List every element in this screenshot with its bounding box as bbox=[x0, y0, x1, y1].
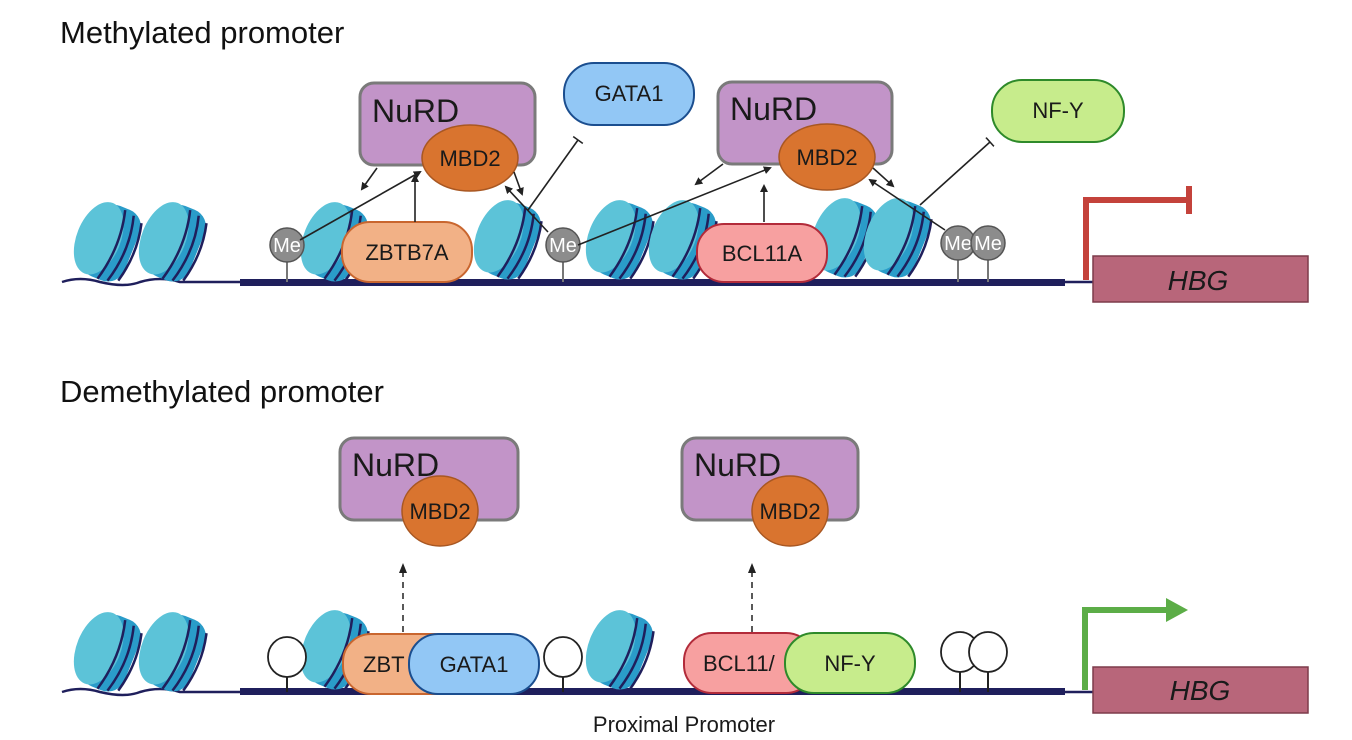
dissociation-arrow bbox=[399, 563, 407, 632]
svg-text:NuRD: NuRD bbox=[352, 447, 439, 483]
nucleosome-icon bbox=[462, 191, 550, 287]
svg-text:BCL11/: BCL11/ bbox=[703, 651, 776, 676]
methyl-mark: Me bbox=[970, 225, 1006, 282]
svg-text:NF-Y: NF-Y bbox=[824, 651, 876, 676]
svg-text:HBG: HBG bbox=[1170, 675, 1231, 706]
hbg-gene: HBG bbox=[1092, 666, 1309, 714]
unmethylated-cpg-icon bbox=[968, 631, 1008, 692]
proximal-promoter-caption: Proximal Promoter bbox=[593, 712, 775, 737]
mbd2-subunit: MBD2 bbox=[401, 475, 479, 547]
svg-text:NuRD: NuRD bbox=[694, 447, 781, 483]
gata1-factor: GATA1 bbox=[563, 62, 695, 126]
dna-linker bbox=[61, 687, 240, 697]
bcl11a-factor: BCL11A bbox=[696, 223, 828, 283]
zbtb7a-factor: ZBTB7A bbox=[341, 221, 473, 283]
svg-text:MBD2: MBD2 bbox=[439, 146, 500, 171]
svg-text:Me: Me bbox=[273, 235, 301, 257]
active-tss-arrow-icon bbox=[1082, 598, 1188, 690]
svg-text:Me: Me bbox=[944, 233, 972, 255]
svg-text:NuRD: NuRD bbox=[730, 91, 817, 127]
nucleosome-icon bbox=[852, 189, 940, 285]
svg-text:MBD2: MBD2 bbox=[759, 499, 820, 524]
unmethylated-cpg-icon bbox=[267, 636, 307, 692]
svg-text:MBD2: MBD2 bbox=[409, 499, 470, 524]
svg-text:ZBT: ZBT bbox=[363, 652, 405, 677]
mbd2-subunit: MBD2 bbox=[751, 475, 829, 547]
svg-text:Me: Me bbox=[974, 233, 1002, 255]
panel-methylated: Methylated promoter Me Me Me bbox=[60, 15, 1309, 303]
mbd2-subunit: MBD2 bbox=[421, 124, 519, 192]
nucleosome-icon bbox=[127, 193, 215, 289]
svg-text:Me: Me bbox=[549, 235, 577, 257]
svg-text:GATA1: GATA1 bbox=[440, 652, 509, 677]
panel-title: Demethylated promoter bbox=[60, 374, 384, 409]
nfy-factor: NF-Y bbox=[784, 632, 916, 694]
methyl-mark: Me bbox=[269, 227, 305, 282]
nfy-factor: NF-Y bbox=[991, 79, 1125, 143]
panel-title: Methylated promoter bbox=[60, 15, 344, 50]
mbd2-subunit: MBD2 bbox=[778, 123, 876, 191]
svg-text:ZBTB7A: ZBTB7A bbox=[365, 240, 448, 265]
svg-text:HBG: HBG bbox=[1168, 265, 1229, 296]
nucleosome-icon bbox=[62, 603, 150, 699]
svg-text:MBD2: MBD2 bbox=[796, 145, 857, 170]
methyl-mark: Me bbox=[545, 227, 581, 282]
dna-promoter-strand bbox=[240, 279, 1065, 286]
nucleosome-icon bbox=[574, 601, 662, 697]
nucleosome-icon bbox=[127, 603, 215, 699]
repressed-tss-icon bbox=[1083, 186, 1192, 280]
panel-demethylated: Demethylated promoter ZBT bbox=[60, 374, 1309, 737]
bcl11a-factor: BCL11/ bbox=[683, 632, 815, 694]
svg-text:GATA1: GATA1 bbox=[595, 81, 664, 106]
svg-text:BCL11A: BCL11A bbox=[722, 241, 803, 266]
nucleosome-icon bbox=[574, 191, 662, 287]
nucleosome-icon bbox=[62, 193, 150, 289]
hbg-gene: HBG bbox=[1092, 255, 1309, 303]
dna-promoter-strand bbox=[240, 688, 1065, 695]
svg-text:NF-Y: NF-Y bbox=[1032, 98, 1084, 123]
unmethylated-cpg-icon bbox=[543, 636, 583, 692]
dna-linker bbox=[61, 277, 240, 287]
gata1-factor: GATA1 bbox=[408, 633, 540, 695]
interaction-arrows bbox=[299, 135, 995, 246]
methyl-mark: Me bbox=[940, 225, 976, 282]
svg-text:NuRD: NuRD bbox=[372, 93, 459, 129]
dissociation-arrow bbox=[748, 563, 756, 632]
